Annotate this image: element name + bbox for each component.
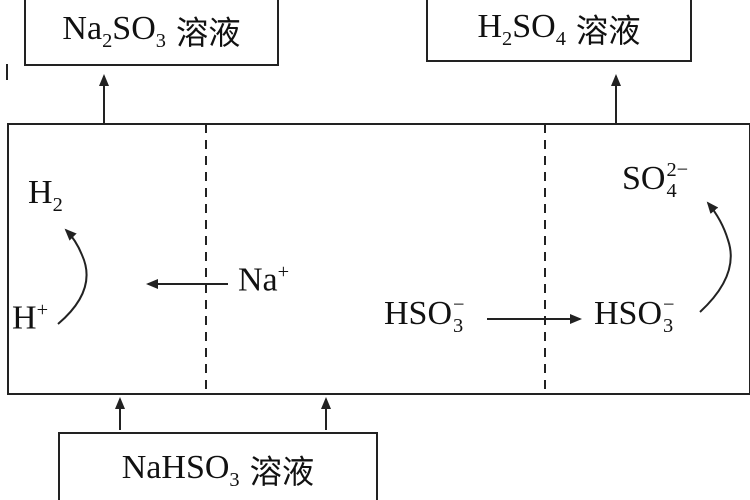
h2so4-formula: H2SO4 bbox=[477, 7, 566, 50]
hplus-label: H+ bbox=[12, 299, 49, 337]
nahso3-solution-box: NaHSO3 溶液 bbox=[58, 432, 378, 500]
na2so3-solution-text: 溶液 bbox=[175, 14, 241, 52]
nahso3-formula: NaHSO3 bbox=[121, 448, 240, 491]
na2so3-formula: Na2SO3 bbox=[62, 9, 166, 52]
hso3-minus-label-center: HSO−3 bbox=[384, 294, 465, 338]
arrow-hso3-to-so4 bbox=[699, 201, 732, 313]
h2-label: H2 bbox=[28, 174, 63, 216]
hso3-minus-label-right: HSO−3 bbox=[594, 294, 675, 338]
arrow-h-to-h2 bbox=[57, 228, 88, 325]
h2so4-solution-box: H2SO4 溶液 bbox=[426, 0, 692, 62]
nahso3-solution-text: 溶液 bbox=[249, 453, 315, 491]
h2so4-solution-text: 溶液 bbox=[575, 12, 641, 50]
na2so3-solution-box: Na2SO3 溶液 bbox=[24, 0, 279, 66]
electrolytic-cell bbox=[7, 123, 750, 395]
na-plus-label: Na+ bbox=[238, 261, 290, 299]
